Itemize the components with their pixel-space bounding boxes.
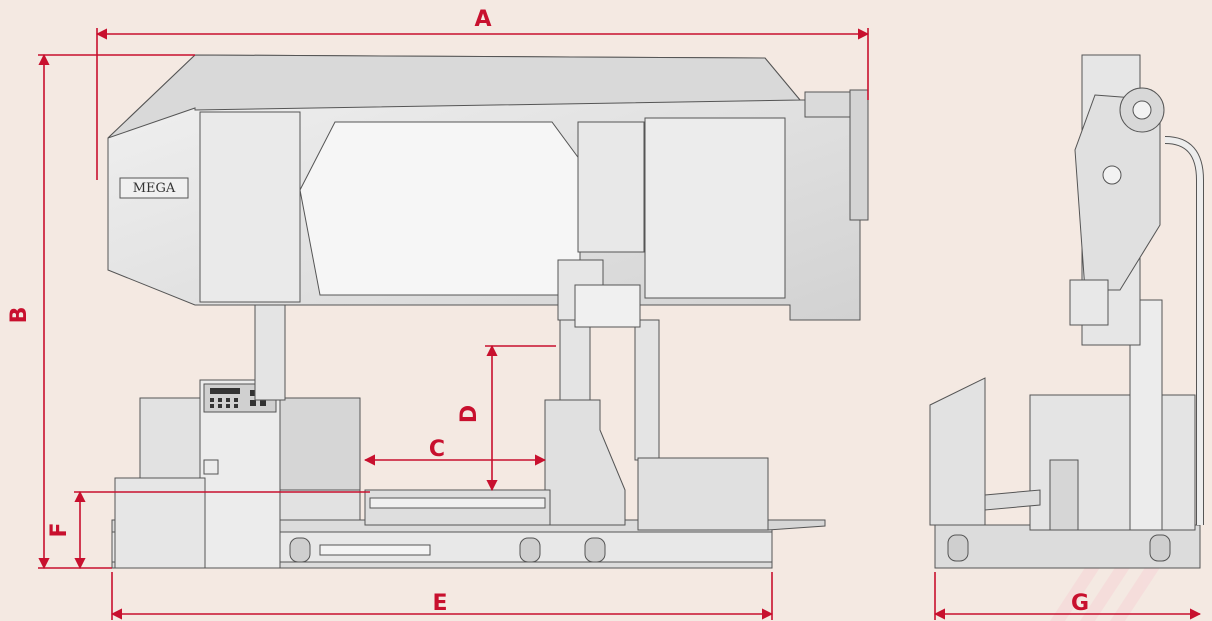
dimension-lines	[38, 28, 1202, 620]
dimension-b-label: B	[7, 307, 32, 324]
brand-logo-text: MEGA	[133, 181, 176, 196]
dimension-labels: A B C D E F G	[7, 7, 1089, 616]
dimension-c-label: C	[429, 437, 445, 462]
left-column	[254, 299, 286, 401]
side-view-machine	[929, 54, 1204, 569]
side-panel-guard	[929, 377, 986, 526]
vise-jaw	[544, 399, 626, 526]
front-view-machine: MEGA	[107, 54, 869, 569]
corner-decoration	[1050, 560, 1165, 621]
dimension-g-label: G	[1071, 591, 1089, 616]
dimension-e-label: E	[432, 591, 447, 616]
hydraulic-unit	[637, 457, 769, 531]
brand-logo-plate	[119, 177, 189, 199]
dimension-d-label: D	[457, 405, 482, 423]
blade-window	[299, 121, 581, 296]
dimension-f-label: F	[47, 522, 72, 537]
dimension-a-label: A	[474, 7, 491, 32]
